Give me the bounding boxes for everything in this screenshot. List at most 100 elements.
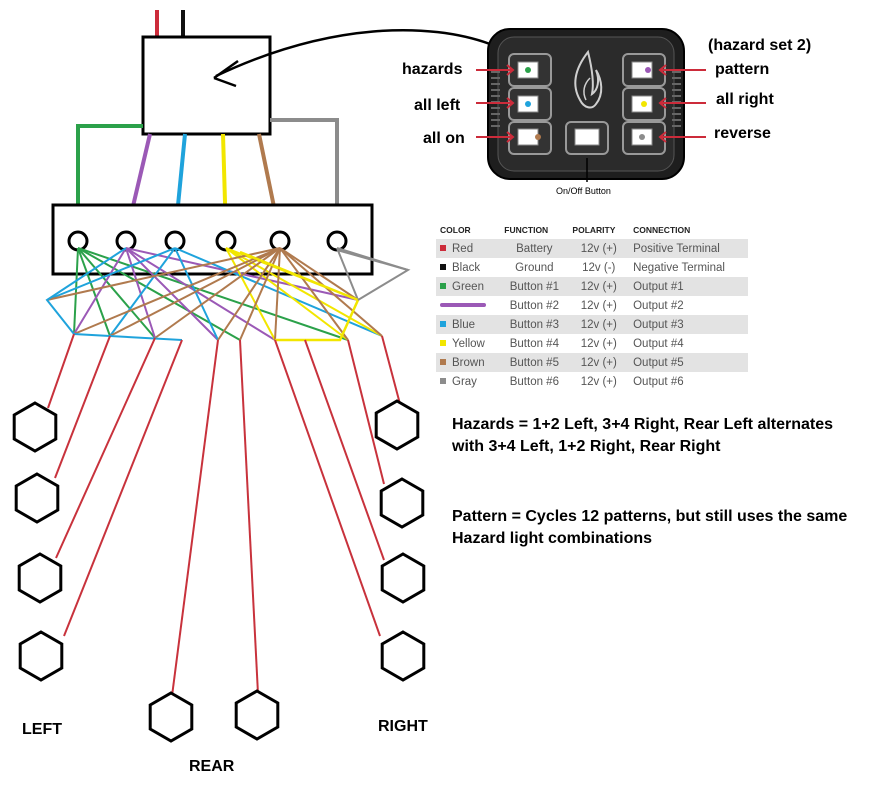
light-rear-2 [234,689,280,741]
legend-header-row: COLOR FUNCTION POLARITY CONNECTION [436,221,748,239]
legend-swatch [440,378,446,385]
label-left: LEFT [22,721,62,738]
legend-function-cell: Button #1 [509,280,559,293]
light-lead [304,339,385,561]
legend-color-name: Brown [452,356,485,369]
legend-connection-cell: Negative Terminal [633,261,725,274]
pointer-arrowhead [213,59,239,88]
legend-function-cell: Ground [515,261,554,274]
fanout-wire-blue [46,247,176,301]
keypad-button-pattern[interactable] [622,53,666,87]
fanout-wire-brown [279,247,383,337]
legend-connection-cell: Output #3 [633,318,684,331]
light-lead [347,339,385,485]
onoff-caption: On/Off Button [556,186,611,196]
fanout-wire-brown [109,247,281,337]
light-lead [381,335,401,405]
light-left-4 [18,630,64,682]
fanout-wire-green [77,247,349,341]
legend-color-name: Blue [452,318,476,331]
fanout-wire-brown [154,247,281,339]
legend-function-cell: Button #5 [509,356,559,369]
fanout-wire-yellow [239,250,360,342]
legend-color-cell: Blue [436,315,500,334]
legend-connection-cell: Positive Terminal [633,242,720,255]
label-hazards: hazards [402,61,463,78]
legend-function-cell: Battery [516,242,553,255]
legend-polarity-cell: 12v (+) [580,280,617,293]
fanout-wire-blue [45,247,183,341]
keypad-button-hazards[interactable] [508,53,552,87]
light-rear-1 [148,691,194,743]
legend-function-cell: Button #2 [509,299,559,312]
legend-color-name: Gray [452,375,477,388]
keypad-button-all-left[interactable] [508,87,552,121]
legend-color-cell: Gray [436,372,500,391]
note-hazards: Hazards = 1+2 Left, 3+4 Right, Rear Left… [452,416,834,455]
wire-button-6 [270,118,339,236]
light-left-1 [12,401,58,453]
legend-function-cell: Button #6 [509,375,559,388]
light-leads [47,333,401,697]
legend-color-cell: Red [436,239,500,258]
light-right-1 [374,399,420,451]
legend-color-cell: Black [436,258,500,277]
legend-color-cell [436,296,500,315]
legend-swatch [440,359,446,366]
fanout-wire-yellow [225,247,349,341]
light-lead [239,339,259,695]
keypad-button-all-right[interactable] [622,87,666,121]
light-left-3 [17,552,63,604]
light-left-2 [14,472,60,524]
legend-polarity-cell: 12v (+) [580,299,617,312]
fanout-wire-green [77,247,156,339]
legend-swatch [440,245,446,252]
terminal-4 [215,230,237,252]
label-arrows [476,64,706,143]
legend-row: Red Battery 12v (+) Positive Terminal [436,239,748,258]
legend-polarity-cell: 12v (+) [580,337,617,350]
light-lead [47,333,75,409]
legend-swatch [440,340,446,347]
keypad-button-all-on[interactable] [508,121,552,155]
note-pattern: Pattern = Cycles 12 patterns, but still … [452,508,848,547]
terminal-2 [115,230,137,252]
legend-polarity-cell: 12v (+) [580,242,617,255]
fanout-wire-brown [239,247,281,341]
fanout-wire-purple [125,247,359,301]
keypad-button-reverse[interactable] [622,121,666,155]
light-right-3 [380,552,426,604]
legend-header-color: COLOR [440,225,471,235]
label-right: RIGHT [378,718,428,735]
fanout-wire-green [77,247,241,341]
light-lead [171,339,219,697]
terminal-1 [67,230,89,252]
legend-header-connection: CONNECTION [633,225,691,235]
light-right-4 [380,630,426,682]
fanout-wire-purple [125,247,276,341]
legend-polarity-cell: 12v (+) [580,318,617,331]
legend-color-cell: Yellow [436,334,500,353]
flame-logo-icon [574,49,603,109]
legend-header-polarity: POLARITY [572,225,616,235]
fanout-wires [45,247,411,342]
legend-connection-cell: Output #6 [633,375,684,388]
legend-function-cell: Button #4 [509,337,559,350]
fanout-wire-gray [336,247,359,301]
legend-color-name: Red [452,242,474,255]
fanout-wire-brown [279,247,349,341]
label-all-left: all left [414,97,461,114]
legend-swatch [440,264,446,271]
legend-color-name: Green [452,280,484,293]
fanout-wire-brown [73,247,281,335]
legend-swatch [440,321,446,328]
light-lead [63,339,183,637]
label-rear: REAR [189,758,235,775]
legend-color-name: Yellow [452,337,485,350]
keypad-button-onoff[interactable] [565,121,609,155]
